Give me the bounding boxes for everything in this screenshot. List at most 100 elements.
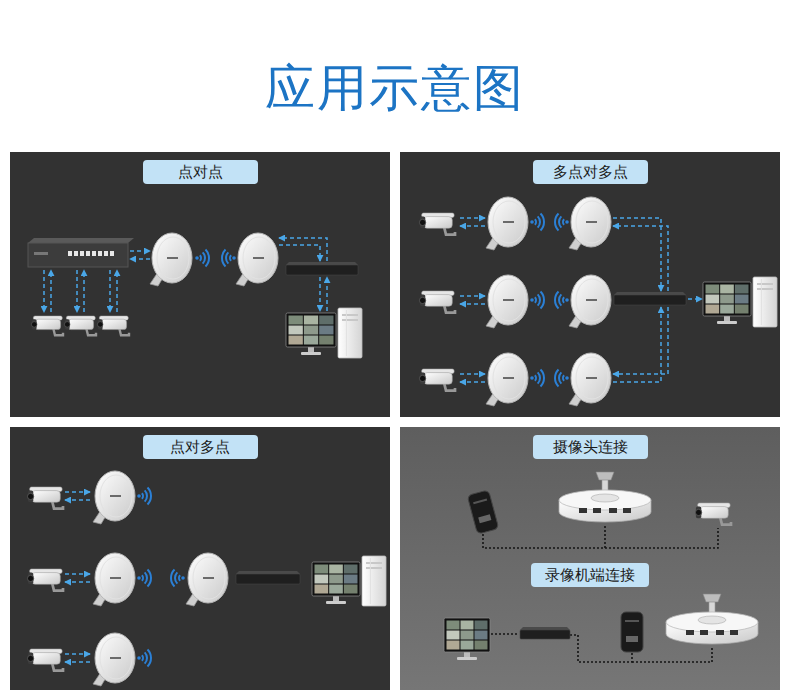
wifi-signal — [530, 214, 544, 231]
ap-port — [609, 508, 617, 513]
cpe-face — [576, 279, 608, 321]
cpe-logo — [110, 657, 121, 659]
wifi-signal — [137, 488, 151, 505]
signal-arc — [563, 219, 564, 225]
signal-arc — [147, 488, 151, 505]
camera-front — [696, 507, 701, 519]
camera-front — [420, 373, 425, 385]
cpe-antenna — [486, 197, 528, 250]
heading-text: 摄像头连接 — [545, 435, 636, 459]
camera-view — [475, 621, 488, 630]
heading-text: 录像机端连接 — [543, 563, 637, 587]
signal-wire — [50, 270, 52, 312]
cpe-housing — [188, 553, 228, 603]
signal-arc — [538, 294, 540, 305]
ceiling-cpe — [666, 594, 758, 644]
poe-body — [467, 490, 499, 534]
camera-lens — [27, 655, 33, 661]
wifi-signal — [222, 250, 236, 267]
monitor-base — [717, 321, 737, 324]
video-recorder — [520, 627, 570, 639]
signal-arc — [200, 255, 201, 261]
ap-port — [700, 630, 708, 635]
cpe-antenna — [150, 233, 192, 286]
camera-lens — [97, 322, 103, 328]
panel-heading: 多点对多点 — [533, 160, 648, 184]
camera-view — [289, 316, 303, 325]
signal-arc — [147, 570, 151, 587]
monitor-base — [301, 352, 321, 355]
signal-wire — [460, 381, 485, 383]
signal-arc — [203, 252, 205, 263]
ap-port — [730, 630, 738, 635]
camera-front — [28, 491, 33, 503]
camera-view — [461, 621, 474, 630]
signal-wire — [460, 225, 485, 227]
tower-case — [362, 556, 386, 606]
signal-dot — [530, 376, 534, 380]
tower-edge — [370, 558, 371, 604]
heading-text: 多点对多点 — [545, 160, 636, 184]
camera-view — [461, 631, 474, 640]
cpe-face — [493, 201, 525, 243]
switch-top — [28, 238, 134, 243]
camera-view — [706, 285, 720, 294]
camera-body — [35, 319, 61, 329]
signal-dot — [137, 656, 141, 660]
tower-case — [753, 277, 777, 327]
camera-front — [98, 319, 103, 329]
panel — [10, 427, 390, 690]
signal-wire — [613, 307, 668, 374]
signal-wire — [116, 270, 118, 312]
ap-hub — [591, 494, 619, 502]
signal-arc — [222, 250, 226, 267]
bullet-camera — [31, 316, 63, 335]
switch-port — [80, 251, 84, 256]
switch-port — [68, 251, 72, 256]
signal-arc — [559, 216, 561, 227]
poe-port — [626, 636, 638, 642]
cpe-logo — [586, 299, 597, 301]
monitor-base — [457, 657, 477, 660]
signal-wire — [460, 373, 485, 375]
camera-lens — [31, 322, 37, 328]
switch-port — [86, 251, 90, 256]
signal-wire — [65, 573, 90, 575]
bullet-camera — [695, 503, 731, 525]
signal-arc — [535, 219, 536, 225]
signal-wire — [130, 258, 150, 260]
ap-top — [666, 612, 758, 632]
camera-view — [475, 641, 488, 650]
cpe-housing — [488, 353, 528, 403]
camera-view — [447, 631, 460, 640]
signal-arc — [175, 572, 177, 583]
camera-view — [720, 295, 734, 304]
cpe-antenna — [569, 197, 611, 250]
switch-port — [92, 251, 96, 256]
wifi-signal — [137, 650, 151, 667]
heading-text: 点对点 — [155, 160, 246, 184]
camera-view — [289, 336, 303, 345]
video-recorder — [286, 262, 358, 275]
cpe-housing — [571, 275, 611, 325]
bullet-camera — [64, 316, 96, 335]
cpe-logo — [253, 257, 264, 259]
camera-view — [315, 585, 329, 594]
poe-label — [473, 499, 487, 505]
signal-wire — [130, 250, 150, 252]
wifi-signal — [530, 370, 544, 387]
signal-arc — [563, 297, 564, 303]
signal-arc — [142, 655, 143, 661]
nvr-front — [286, 265, 358, 275]
signal-wire — [688, 298, 702, 300]
camera-view — [706, 305, 720, 314]
monitor-base — [326, 601, 346, 604]
switch-port — [104, 251, 108, 256]
signal-arc — [555, 292, 559, 309]
signal-dot — [181, 576, 185, 580]
cpe-housing — [95, 553, 135, 603]
monitor — [286, 313, 336, 355]
wifi-signal — [171, 570, 185, 587]
camera-front — [420, 295, 425, 307]
wifi-signal — [555, 214, 569, 231]
